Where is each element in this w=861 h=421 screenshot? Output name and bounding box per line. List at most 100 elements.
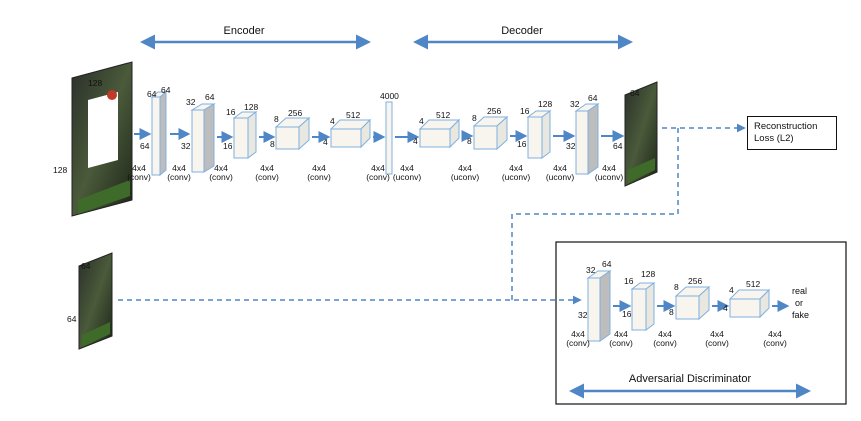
disc-block-1 xyxy=(586,270,612,342)
dec-block-1 xyxy=(418,118,461,149)
dec-block-3 xyxy=(526,110,552,159)
enc-block-1 xyxy=(150,90,168,177)
enc2-c: 64 xyxy=(205,92,215,102)
disc1-c: 64 xyxy=(602,259,612,269)
dec4-c: 64 xyxy=(588,93,598,103)
dec-op5-t: (uconv) xyxy=(594,172,624,182)
dec3-c: 128 xyxy=(538,99,553,109)
disc-op2-k: 4x4 xyxy=(614,329,628,339)
output-image-height: 64 xyxy=(613,141,623,151)
enc1-side: 64 xyxy=(140,141,150,151)
dec-block-2 xyxy=(472,115,509,151)
bottleneck-c: 4000 xyxy=(380,91,399,101)
enc2-w: 32 xyxy=(186,97,196,107)
disc4-h: 4 xyxy=(723,303,728,313)
disc-op5-t: (conv) xyxy=(763,338,787,348)
loss-line2: Loss (L2) xyxy=(754,133,794,144)
real-image-height: 64 xyxy=(67,314,77,324)
flow-arrows xyxy=(134,128,625,143)
dec2-w: 8 xyxy=(472,113,477,123)
output-image-width: 64 xyxy=(630,88,640,98)
dec-block-4 xyxy=(574,103,600,175)
decoder-title: Decoder xyxy=(501,25,543,37)
enc5-h: 4 xyxy=(323,137,328,147)
enc-block-3 xyxy=(232,111,258,159)
enc2-h: 32 xyxy=(181,141,191,151)
enc3-c: 128 xyxy=(244,102,259,112)
disc-op1-k: 4x4 xyxy=(571,329,585,339)
dec-op5-k: 4x4 xyxy=(602,163,616,173)
disc2-w: 16 xyxy=(624,276,634,286)
output-image xyxy=(624,81,658,187)
input-image-height: 128 xyxy=(53,165,68,175)
enc-block-4 xyxy=(274,116,311,151)
dec-op2-k: 4x4 xyxy=(458,163,472,173)
enc4-w: 8 xyxy=(274,114,279,124)
dec-op4-k: 4x4 xyxy=(553,163,567,173)
disc-output-real: real xyxy=(792,286,808,296)
enc4-h: 8 xyxy=(270,139,275,149)
dec1-w: 4 xyxy=(419,116,424,126)
enc-op2-k: 4x4 xyxy=(172,163,186,173)
dec3-w: 16 xyxy=(520,106,530,116)
dec-op2-t: (uconv) xyxy=(450,172,480,182)
disc-block-2 xyxy=(630,282,656,331)
dec-op1-t: (uconv) xyxy=(392,172,422,182)
disc4-w: 4 xyxy=(729,285,734,295)
disc-op3-k: 4x4 xyxy=(658,329,672,339)
disc3-h: 8 xyxy=(669,307,674,317)
discriminator-title: Adversarial Discriminator xyxy=(628,373,752,385)
dec1-c: 512 xyxy=(436,110,451,120)
loss-line1: Reconstruction xyxy=(754,121,818,132)
dec2-c: 256 xyxy=(487,106,502,116)
disc-op5-k: 4x4 xyxy=(768,329,782,339)
disc3-c: 256 xyxy=(688,276,703,286)
enc-block-2 xyxy=(190,103,216,173)
enc-op3-k: 4x4 xyxy=(214,163,228,173)
enc-op3-t: (conv) xyxy=(209,172,233,182)
enc3-h: 16 xyxy=(223,141,233,151)
dec-op4-t: (uconv) xyxy=(545,172,575,182)
disc-op3-t: (conv) xyxy=(653,338,677,348)
disc-output-or: or xyxy=(795,298,804,308)
enc5-w: 4 xyxy=(330,116,335,126)
dashed-connectors xyxy=(118,123,746,305)
enc5-c: 512 xyxy=(346,110,361,120)
dec3-h: 16 xyxy=(517,139,527,149)
bottleneck xyxy=(385,101,393,175)
disc-op4-k: 4x4 xyxy=(710,329,724,339)
enc-op2-t: (conv) xyxy=(167,172,191,182)
enc-op4-t: (conv) xyxy=(255,172,279,182)
disc-output-fake: fake xyxy=(792,310,810,320)
disc4-c: 512 xyxy=(746,279,761,289)
disc2-c: 128 xyxy=(641,269,656,279)
enc-op6-t: (conv) xyxy=(366,172,390,182)
disc1-h: 32 xyxy=(578,310,588,320)
dec-op1-k: 4x4 xyxy=(400,163,414,173)
input-image-width: 128 xyxy=(88,78,103,88)
enc-block-5 xyxy=(329,118,372,149)
enc4-c: 256 xyxy=(288,108,303,118)
dec-op3-k: 4x4 xyxy=(509,163,523,173)
real-image-width: 64 xyxy=(81,261,91,271)
dec2-h: 8 xyxy=(467,136,472,146)
disc2-h: 16 xyxy=(622,309,632,319)
enc1-top-right: 64 xyxy=(161,85,171,95)
disc3-w: 8 xyxy=(674,282,679,292)
enc-op1-t: (conv) xyxy=(127,172,151,182)
disc-op4-t: (conv) xyxy=(705,338,729,348)
dec1-h: 4 xyxy=(413,136,418,146)
disc-op2-t: (conv) xyxy=(609,338,633,348)
reconstruction-loss-box: Reconstruction Loss (L2) xyxy=(747,116,837,150)
enc1-top-left: 64 xyxy=(147,89,157,99)
real-image xyxy=(78,252,113,350)
dec4-h: 32 xyxy=(566,141,576,151)
dec-op3-t: (uconv) xyxy=(501,172,531,182)
input-image xyxy=(71,61,133,217)
disc-block-3 xyxy=(674,285,711,321)
encoder-title: Encoder xyxy=(223,25,265,37)
disc-block-4 xyxy=(728,288,771,319)
disc-op1-t: (conv) xyxy=(566,338,590,348)
enc3-w: 16 xyxy=(226,107,236,117)
